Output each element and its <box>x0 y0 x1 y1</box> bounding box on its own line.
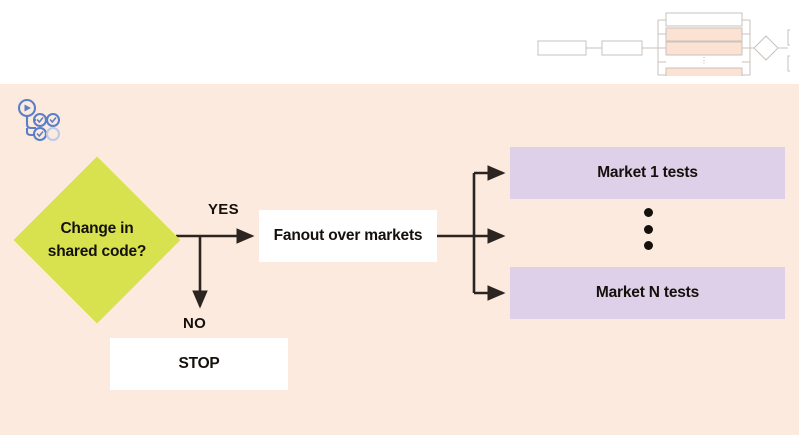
ellipsis-dot <box>643 241 653 250</box>
thumb-box-row-2 <box>665 27 743 42</box>
thumb-box-out-1 <box>787 29 799 46</box>
thumb-box-row-3 <box>665 41 743 56</box>
thumb-decision-diamond <box>753 35 779 61</box>
ellipsis-dot <box>643 224 653 234</box>
process-fanout-over-markets[interactable]: Fanout over markets <box>259 210 437 262</box>
slide-thumbnail-diagram[interactable]: ⋮ <box>530 8 799 82</box>
process-market-n-tests[interactable]: Market N tests <box>510 267 785 319</box>
diagram-canvas: Change in shared code? YES NO Fanout ove… <box>0 84 799 435</box>
test-pipeline-icon <box>14 98 61 144</box>
branch-label-no: NO <box>183 315 207 332</box>
decision-change-in-shared-code[interactable]: Change in shared code? <box>13 156 181 324</box>
header-strip: ⋮ <box>0 0 799 84</box>
thumb-box-start <box>537 40 587 56</box>
thumb-box-second <box>601 40 643 56</box>
decision-label: Change in shared code? <box>14 157 180 323</box>
vertical-ellipsis <box>641 208 655 250</box>
branch-label-yes: YES <box>208 201 239 218</box>
thumb-box-row-1 <box>665 12 743 27</box>
decision-label-line-2: shared code? <box>47 243 147 260</box>
decision-label-line-1: Change in <box>60 219 134 237</box>
process-market-1-tests[interactable]: Market 1 tests <box>510 147 785 199</box>
thumb-ellipsis: ⋮ <box>700 56 708 65</box>
process-stop[interactable]: STOP <box>110 338 288 390</box>
thumb-box-out-2 <box>787 55 799 72</box>
ellipsis-dot <box>643 208 653 217</box>
thumb-box-row-n <box>665 67 743 82</box>
